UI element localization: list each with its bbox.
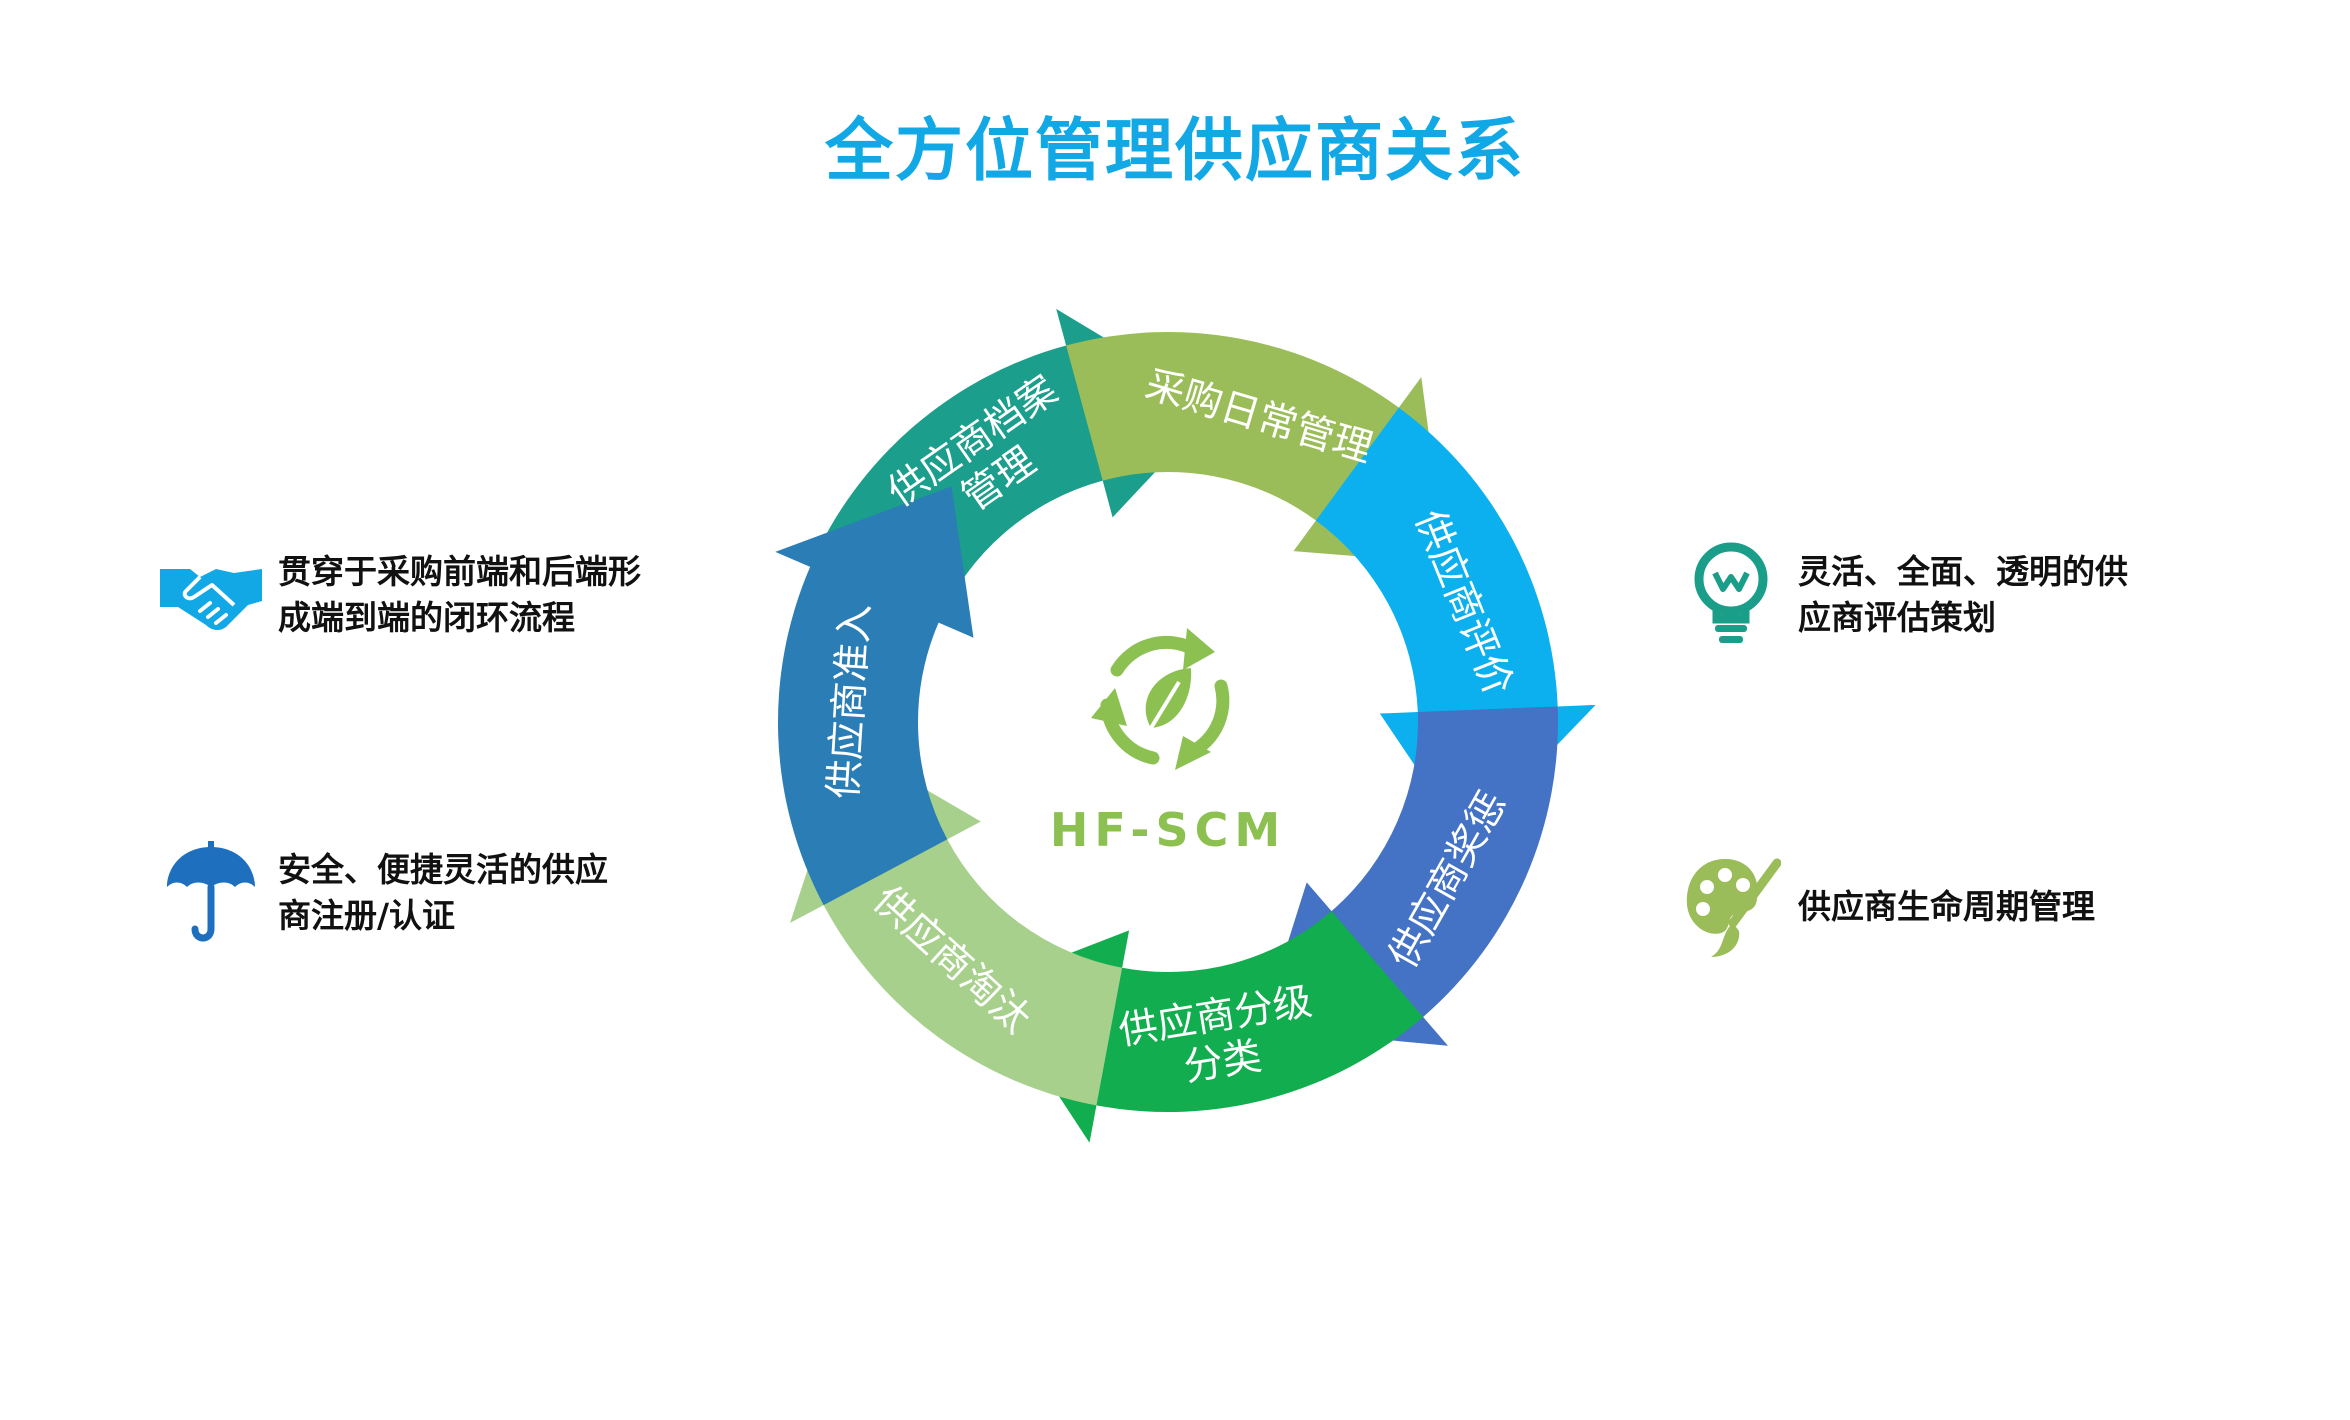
feature-text: 贯穿于采购前端和后端形 成端到端的闭环流程 (278, 552, 641, 637)
recycle-leaf-icon (1091, 628, 1230, 770)
feature-closed-loop: 贯穿于采购前端和后端形 成端到端的闭环流程 (156, 540, 698, 650)
feature-registration: 安全、便捷灵活的供应 商注册/认证 (156, 838, 698, 948)
feature-text: 灵活、全面、透明的供 应商评估策划 (1798, 552, 2128, 637)
feature-text: 安全、便捷灵活的供应 商注册/认证 (278, 850, 608, 935)
handshake-icon (156, 540, 266, 650)
umbrella-icon (156, 838, 266, 948)
feature-lifecycle: 供应商生命周期管理 (1676, 852, 2218, 962)
palette-icon (1676, 852, 1786, 962)
lightbulb-icon (1676, 540, 1786, 650)
center-label: HF-SCM (1050, 803, 1286, 857)
feature-text: 供应商生命周期管理 (1798, 887, 2095, 926)
page-title: 全方位管理供应商关系 (824, 112, 1525, 191)
feature-evaluation: 灵活、全面、透明的供 应商评估策划 (1676, 540, 2218, 650)
cycle-segment-1 (775, 486, 974, 906)
